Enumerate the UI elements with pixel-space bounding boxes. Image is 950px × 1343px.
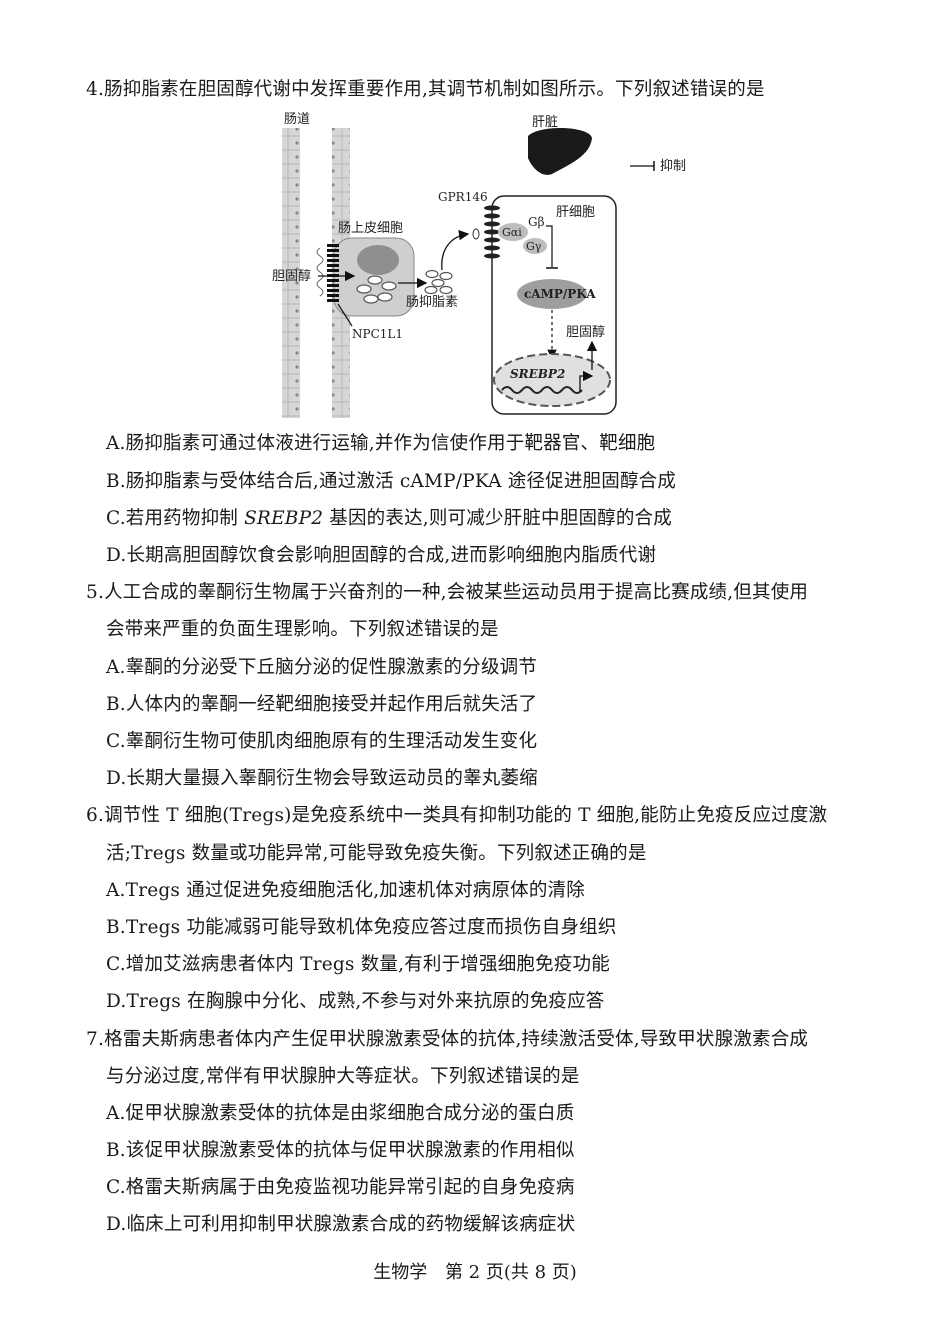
q7-option-d: D.临床上可利用抑制甲状腺激素合成的药物缓解该病症状 xyxy=(106,1213,575,1237)
option-label: A. xyxy=(106,1103,126,1124)
question-text: 格雷夫斯病患者体内产生促甲状腺激素受体的抗体,持续激活受体,导致甲状腺激素合成 xyxy=(104,1029,809,1050)
g-gamma-label: Gγ xyxy=(526,240,542,253)
question-number: 6. xyxy=(86,805,105,826)
question-6-stem: 6.调节性 T 细胞(Tregs)是免疫系统中一类具有抑制功能的 T 细胞,能防… xyxy=(86,804,827,828)
option-text: 长期高胆固醇饮食会影响胆固醇的合成,进而影响细胞内脂质代谢 xyxy=(126,545,657,566)
q6-option-c: C.增加艾滋病患者体内 Tregs 数量,有利于增强细胞免疫功能 xyxy=(106,953,610,977)
option-label: B. xyxy=(106,917,126,938)
option-text: Tregs 在胸腺中分化、成熟,不参与对外来抗原的免疫应答 xyxy=(126,991,605,1012)
question-7-stem-cont: 与分泌过度,常伴有甲状腺肿大等症状。下列叙述错误的是 xyxy=(106,1066,580,1087)
option-text: Tregs 功能减弱可能导致机体免疫应答过度而损伤自身组织 xyxy=(125,917,617,938)
legend-inhibit-label: 抑制 xyxy=(660,159,686,174)
npc1l1-label: NPC1L1 xyxy=(352,327,403,341)
q5-option-c: C.睾酮衍生物可使肌肉细胞原有的生理活动发生变化 xyxy=(106,730,537,754)
option-text: 肠抑脂素与受体结合后,通过激活 cAMP/PKA 途径促进胆固醇合成 xyxy=(125,471,677,492)
q4-option-c: C.若用药物抑制 SREBP2 基因的表达,则可减少肝脏中胆固醇的合成 xyxy=(106,507,672,531)
page-footer: 生物学 第 2 页(共 8 页) xyxy=(0,1258,950,1284)
question-number: 5. xyxy=(86,582,105,603)
option-text: 睾酮衍生物可使肌肉细胞原有的生理活动发生变化 xyxy=(125,731,538,752)
footer-page-number: 第 2 页(共 8 页) xyxy=(444,1262,577,1283)
question-4-stem: 4.肠抑脂素在胆固醇代谢中发挥重要作用,其调节机制如图所示。下列叙述错误的是 xyxy=(86,78,765,102)
option-label: B. xyxy=(106,1140,126,1161)
question-number: 7. xyxy=(86,1029,105,1050)
intestine-wall-left xyxy=(282,128,300,418)
question-7-stem: 7.格雷夫斯病患者体内产生促甲状腺激素受体的抗体,持续激活受体,导致甲状腺激素合… xyxy=(86,1028,808,1052)
epithelial-cell-label: 肠上皮细胞 xyxy=(338,221,403,236)
q4-option-a: A.肠抑脂素可通过体液进行运输,并作为信使作用于靶器官、靶细胞 xyxy=(106,432,655,456)
q6-option-a: A.Tregs 通过促进免疫细胞活化,加速机体对病原体的清除 xyxy=(106,879,585,903)
q6-option-d: D.Tregs 在胸腺中分化、成熟,不参与对外来抗原的免疫应答 xyxy=(106,990,605,1014)
option-text: 睾酮的分泌受下丘脑分泌的促性腺激素的分级调节 xyxy=(125,657,538,678)
option-label: D. xyxy=(106,768,127,789)
option-text: 若用药物抑制 xyxy=(125,508,245,529)
question-5-stem: 5.人工合成的睾酮衍生物属于兴奋剂的一种,会被某些运动员用于提高比赛成绩,但其使… xyxy=(86,581,808,605)
option-label: A. xyxy=(106,880,126,901)
g-alpha-i-label: Gαi xyxy=(502,226,522,239)
hepatocyte-label: 肝细胞 xyxy=(556,205,595,220)
option-text: 基因的表达,则可减少肝脏中胆固醇的合成 xyxy=(323,508,672,529)
camp-pka-label: cAMP/PKA xyxy=(524,287,596,301)
question-number: 4. xyxy=(86,79,105,100)
question-text: 调节性 T 细胞(Tregs)是免疫系统中一类具有抑制功能的 T 细胞,能防止免… xyxy=(104,805,828,826)
q5-option-d: D.长期大量摄入睾酮衍生物会导致运动员的睾丸萎缩 xyxy=(106,767,538,791)
option-label: A. xyxy=(106,657,126,678)
gene-name: SREBP2 xyxy=(244,508,324,529)
question-6-stem-cont: 活;Tregs 数量或功能异常,可能导致免疫失衡。下列叙述正确的是 xyxy=(106,843,647,864)
footer-subject: 生物学 xyxy=(373,1262,428,1283)
question-5-stem-cont: 会带来严重的负面生理影响。下列叙述错误的是 xyxy=(106,619,499,640)
option-text: 格雷夫斯病属于由免疫监视功能异常引起的自身免疫病 xyxy=(125,1177,575,1198)
cholesterol-intake-label: 胆固醇 xyxy=(272,268,311,284)
option-label: A. xyxy=(106,433,126,454)
intestine-label: 肠道 xyxy=(284,112,310,127)
q6-option-b: B.Tregs 功能减弱可能导致机体免疫应答过度而损伤自身组织 xyxy=(106,916,617,940)
option-text: Tregs 通过促进免疫细胞活化,加速机体对病原体的清除 xyxy=(125,880,585,901)
question-text: 肠抑脂素在胆固醇代谢中发挥重要作用,其调节机制如图所示。下列叙述错误的是 xyxy=(104,79,765,100)
q5-option-b: B.人体内的睾酮一经靶细胞接受并起作用后就失活了 xyxy=(106,693,537,717)
option-label: D. xyxy=(106,1214,127,1235)
liver-label: 肝脏 xyxy=(532,115,558,130)
cholesterol-regulation-diagram: 肠道 肠上皮细胞 胆固醇 NPC1L1 xyxy=(270,108,690,420)
enterostatin-label: 肠抑脂素 xyxy=(406,295,458,310)
srebp2-gene-label: SREBP2 xyxy=(510,367,565,381)
option-text: 肠抑脂素可通过体液进行运输,并作为信使作用于靶器官、靶细胞 xyxy=(125,433,656,454)
q4-option-d: D.长期高胆固醇饮食会影响胆固醇的合成,进而影响细胞内脂质代谢 xyxy=(106,544,656,568)
cholesterol-output-label: 胆固醇 xyxy=(566,324,605,340)
q5-option-a: A.睾酮的分泌受下丘脑分泌的促性腺激素的分级调节 xyxy=(106,656,537,680)
q4-option-b: B.肠抑脂素与受体结合后,通过激活 cAMP/PKA 途径促进胆固醇合成 xyxy=(106,470,676,494)
option-label: C. xyxy=(106,954,126,975)
option-text: 促甲状腺激素受体的抗体是由浆细胞合成分泌的蛋白质 xyxy=(125,1103,575,1124)
gpr146-label: GPR146 xyxy=(438,190,488,204)
option-label: B. xyxy=(106,471,126,492)
option-label: C. xyxy=(106,508,126,529)
option-text: 该促甲状腺激素受体的抗体与促甲状腺激素的作用相似 xyxy=(125,1140,575,1161)
q7-option-a: A.促甲状腺激素受体的抗体是由浆细胞合成分泌的蛋白质 xyxy=(106,1102,574,1126)
option-text: 长期大量摄入睾酮衍生物会导致运动员的睾丸萎缩 xyxy=(126,768,538,789)
option-text: 临床上可利用抑制甲状腺激素合成的药物缓解该病症状 xyxy=(126,1214,576,1235)
question-text: 人工合成的睾酮衍生物属于兴奋剂的一种,会被某些运动员用于提高比赛成绩,但其使用 xyxy=(104,582,809,603)
option-label: B. xyxy=(106,694,126,715)
option-label: D. xyxy=(106,545,127,566)
g-beta-label: Gβ xyxy=(528,215,545,229)
q7-option-c: C.格雷夫斯病属于由免疫监视功能异常引起的自身免疫病 xyxy=(106,1176,575,1200)
option-text: 人体内的睾酮一经靶细胞接受并起作用后就失活了 xyxy=(125,694,538,715)
q7-option-b: B.该促甲状腺激素受体的抗体与促甲状腺激素的作用相似 xyxy=(106,1139,575,1163)
option-text: 增加艾滋病患者体内 Tregs 数量,有利于增强细胞免疫功能 xyxy=(125,954,610,975)
option-label: C. xyxy=(106,731,126,752)
option-label: D. xyxy=(106,991,127,1012)
option-label: C. xyxy=(106,1177,126,1198)
